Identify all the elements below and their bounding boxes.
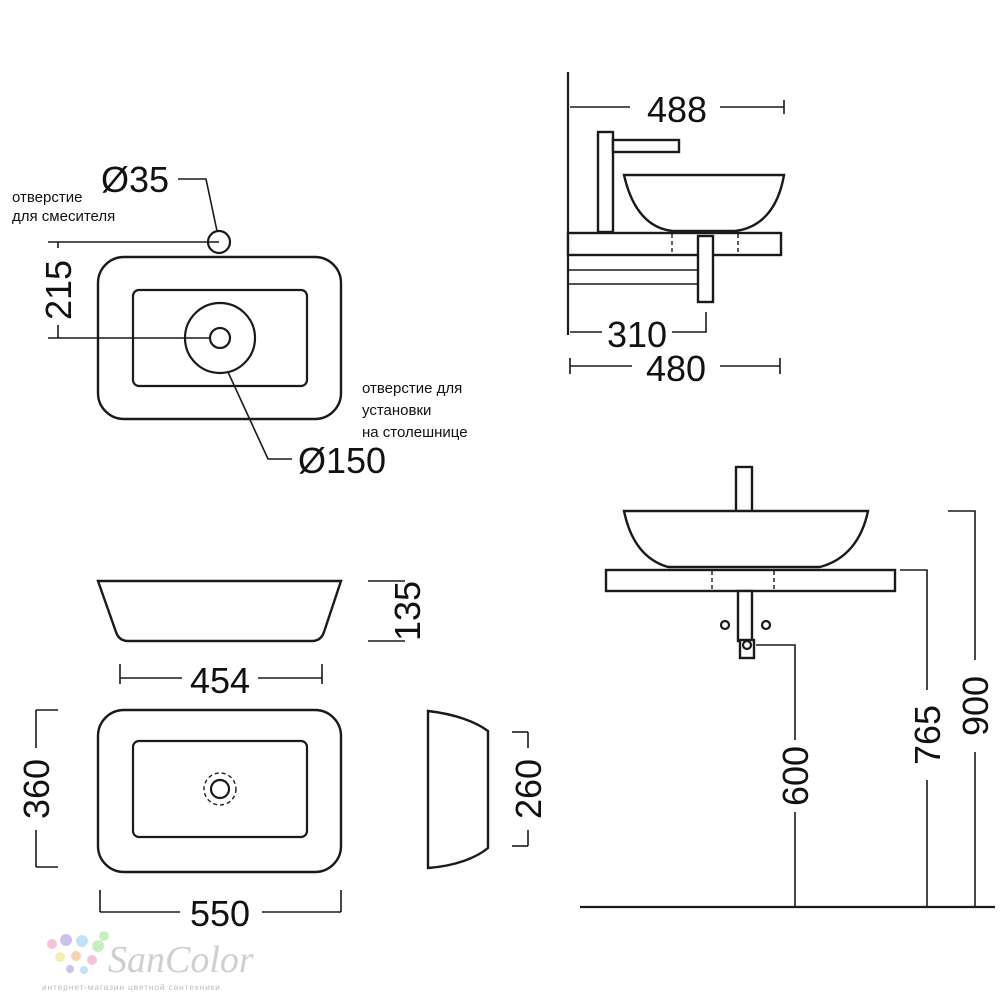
installation-view: 600 765 900 (580, 465, 996, 909)
note-mount-hole-2: установки (362, 402, 431, 419)
plan-outline (96, 708, 343, 874)
dim-310: 310 (607, 314, 667, 355)
logo-dot (80, 966, 88, 974)
side-profile-small (426, 709, 490, 870)
dim-260: 260 (508, 759, 549, 819)
logo-dot (92, 940, 104, 952)
logo-dot (76, 935, 88, 947)
water-inlet-right (760, 619, 772, 631)
dim-135: 135 (387, 581, 428, 641)
logo-dot (87, 955, 97, 965)
side-view: 488 310 480 (566, 72, 786, 389)
logo-dots (47, 931, 109, 974)
faucet-spout (611, 138, 681, 154)
install-drain-pipe (736, 589, 754, 643)
brand-logo: SanColor интернет-магазин цветной сантех… (42, 931, 254, 992)
logo-dot (99, 931, 109, 941)
logo-dot (47, 939, 57, 949)
front-view: 135 454 (96, 579, 428, 701)
logo-dot (66, 965, 74, 973)
dim-480: 480 (646, 348, 706, 389)
drain-outlet (741, 639, 753, 651)
water-inlet-left (719, 619, 731, 631)
countertop-side (566, 231, 783, 257)
bowl-front-profile (96, 579, 343, 643)
note-mixer-hole-1: отверстие (12, 189, 82, 206)
dim-360: 360 (16, 759, 57, 819)
dim-600: 600 (775, 746, 816, 806)
plan-inner-bowl (131, 739, 309, 839)
logo-dot (55, 952, 65, 962)
drain-pipe-side (696, 234, 715, 304)
faucet-body (596, 130, 615, 234)
logo-dot (71, 951, 81, 961)
plan-drain-outer (203, 772, 237, 806)
plan-drain-inner (209, 778, 231, 800)
top-view-upper: 215 Ø35 отверстие для смесителя Ø150 отв… (12, 159, 468, 481)
note-mixer-hole-2: для смесителя (12, 208, 115, 225)
note-mount-hole-3: на столешнице (362, 424, 468, 441)
dim-550: 550 (190, 893, 250, 934)
install-countertop (604, 568, 897, 593)
dim-900: 900 (955, 676, 996, 736)
dim-488: 488 (647, 89, 707, 130)
dim-215: 215 (38, 260, 79, 320)
bowl-side-profile (622, 173, 786, 233)
note-mount-hole-1: отверстие для (362, 380, 462, 397)
brand-tagline: интернет-магазин цветной сантехники (42, 982, 221, 992)
dim-454: 454 (190, 660, 250, 701)
install-faucet (734, 465, 754, 515)
logo-dot (60, 934, 72, 946)
plan-view: 360 550 260 (16, 708, 549, 934)
dim-d35: Ø35 (101, 159, 169, 200)
install-bowl (622, 509, 870, 569)
dim-765: 765 (907, 705, 948, 765)
dim-d150: Ø150 (298, 440, 386, 481)
brand-logo-text: SanColor (108, 939, 254, 981)
